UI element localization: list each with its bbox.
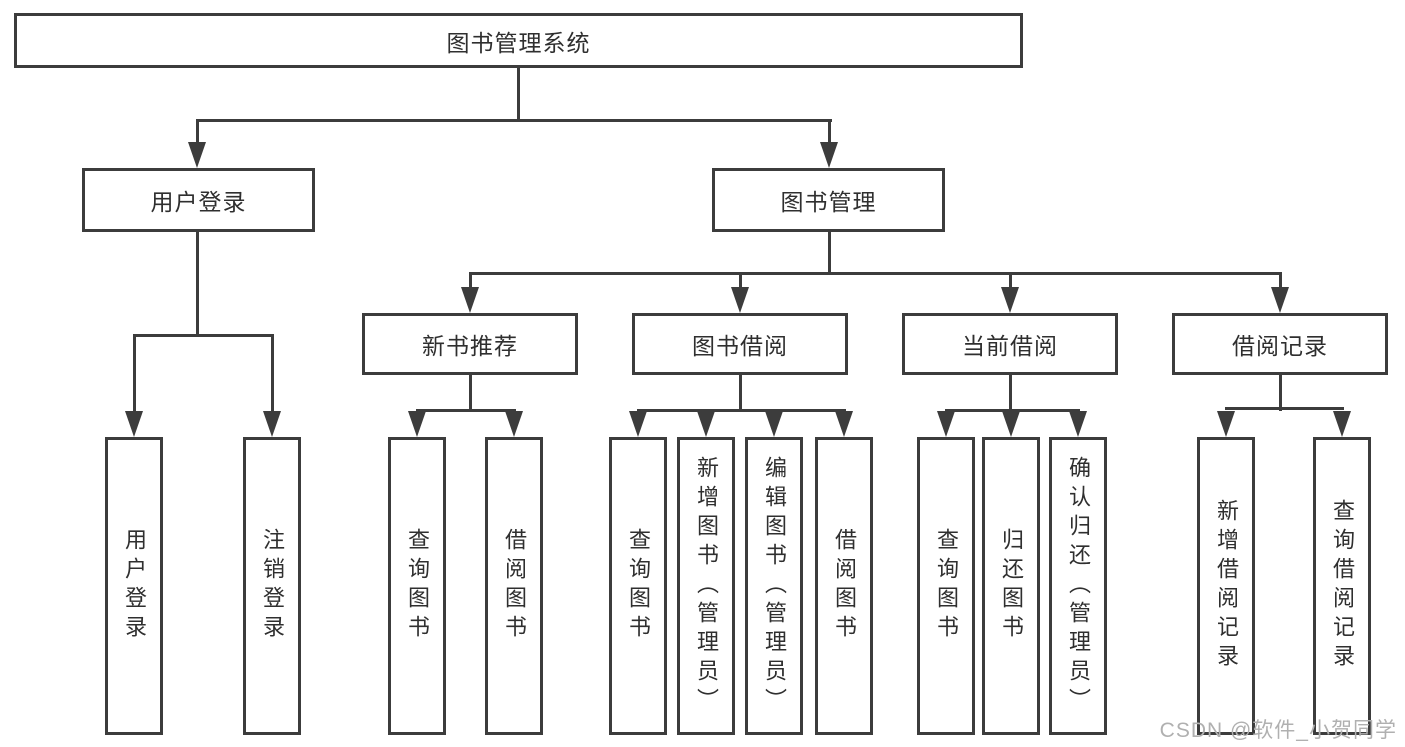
connector-br-rail xyxy=(1224,406,1344,410)
node-label: 查询图书 xyxy=(934,528,959,644)
arrowhead xyxy=(629,411,647,437)
node-label: 借阅记录 xyxy=(1232,333,1328,359)
leaf-query-books-current: 查询图书 xyxy=(917,437,975,735)
connector-bb-drop xyxy=(738,375,742,411)
connector-drop-borrow-records xyxy=(1278,271,1282,289)
node-book-management: 图书管理 xyxy=(712,168,945,232)
arrowhead xyxy=(1333,411,1351,437)
node-label: 新书推荐 xyxy=(422,333,518,359)
connector-level2-rail xyxy=(195,118,832,122)
node-label: 新增借阅记录 xyxy=(1214,499,1239,673)
node-label: 确认归还（管理员） xyxy=(1066,455,1091,717)
arrowhead xyxy=(263,411,281,437)
connector-cb-rail xyxy=(944,408,1080,412)
arrowhead xyxy=(697,411,715,437)
connector-user-login-drop xyxy=(195,232,199,336)
leaf-borrow-books: 借阅图书 xyxy=(815,437,873,735)
arrowhead xyxy=(505,411,523,437)
node-label: 当前借阅 xyxy=(962,333,1058,359)
arrowhead xyxy=(820,142,838,168)
node-borrow-records: 借阅记录 xyxy=(1172,313,1388,375)
leaf-return-book: 归还图书 xyxy=(982,437,1040,735)
node-label: 用户登录 xyxy=(122,528,147,644)
node-book-borrow: 图书借阅 xyxy=(632,313,848,375)
leaf-logout: 注销登录 xyxy=(243,437,301,735)
connector-nb-drop xyxy=(468,375,472,411)
node-label: 查询借阅记录 xyxy=(1330,499,1355,673)
leaf-user-login: 用户登录 xyxy=(105,437,163,735)
arrowhead xyxy=(1271,287,1289,313)
leaf-query-books-recommend: 查询图书 xyxy=(388,437,446,735)
arrowhead xyxy=(125,411,143,437)
node-label: 注销登录 xyxy=(260,528,285,644)
leaf-borrow-books-recommend: 借阅图书 xyxy=(485,437,543,735)
node-label: 查询图书 xyxy=(405,528,430,644)
leaf-query-borrow-record: 查询借阅记录 xyxy=(1313,437,1371,735)
connector-drop-leaf-user-login xyxy=(132,333,136,413)
connector-drop-book-management xyxy=(827,118,831,144)
arrowhead xyxy=(937,411,955,437)
node-label: 归还图书 xyxy=(999,528,1024,644)
arrowhead xyxy=(1002,411,1020,437)
arrowhead xyxy=(461,287,479,313)
leaf-add-book-admin: 新增图书（管理员） xyxy=(677,437,735,735)
node-label: 图书管理 xyxy=(780,189,877,215)
node-label: 编辑图书（管理员） xyxy=(762,455,787,717)
node-label: 图书借阅 xyxy=(692,333,788,359)
leaf-edit-book-admin: 编辑图书（管理员） xyxy=(745,437,803,735)
connector-root-drop xyxy=(516,68,520,120)
arrowhead xyxy=(1217,411,1235,437)
connector-nb-rail xyxy=(415,408,516,412)
connector-level3-rail xyxy=(468,271,1282,275)
node-user-login: 用户登录 xyxy=(82,168,315,232)
arrowhead xyxy=(835,411,853,437)
node-current-borrow: 当前借阅 xyxy=(902,313,1118,375)
leaf-add-borrow-record: 新增借阅记录 xyxy=(1197,437,1255,735)
node-label: 借阅图书 xyxy=(832,528,857,644)
connector-drop-user-login xyxy=(195,118,199,144)
node-label: 查询图书 xyxy=(626,528,651,644)
leaf-confirm-return-admin: 确认归还（管理员） xyxy=(1049,437,1107,735)
leaf-query-books-borrow: 查询图书 xyxy=(609,437,667,735)
connector-br-drop xyxy=(1278,375,1282,411)
connector-drop-current-borrow xyxy=(1008,271,1012,289)
connector-bb-rail xyxy=(636,408,846,412)
connector-book-management-drop xyxy=(827,232,831,274)
node-label: 图书管理系统 xyxy=(446,29,591,56)
connector-drop-new-book-recommend xyxy=(468,271,472,289)
connector-drop-leaf-logout xyxy=(270,333,274,413)
node-root-library-management-system: 图书管理系统 xyxy=(14,13,1023,68)
node-label: 用户登录 xyxy=(150,189,247,215)
arrowhead xyxy=(408,411,426,437)
arrowhead xyxy=(188,142,206,168)
connector-drop-book-borrow xyxy=(738,271,742,289)
connector-user-login-rail xyxy=(132,333,274,337)
node-new-book-recommend: 新书推荐 xyxy=(362,313,578,375)
arrowhead xyxy=(1069,411,1087,437)
connector-cb-drop xyxy=(1008,375,1012,411)
arrowhead xyxy=(731,287,749,313)
node-label: 借阅图书 xyxy=(502,528,527,644)
csdn-watermark: CSDN @软件_小贺同学 xyxy=(1159,719,1397,742)
arrowhead xyxy=(1001,287,1019,313)
arrowhead xyxy=(765,411,783,437)
node-label: 新增图书（管理员） xyxy=(694,455,719,717)
